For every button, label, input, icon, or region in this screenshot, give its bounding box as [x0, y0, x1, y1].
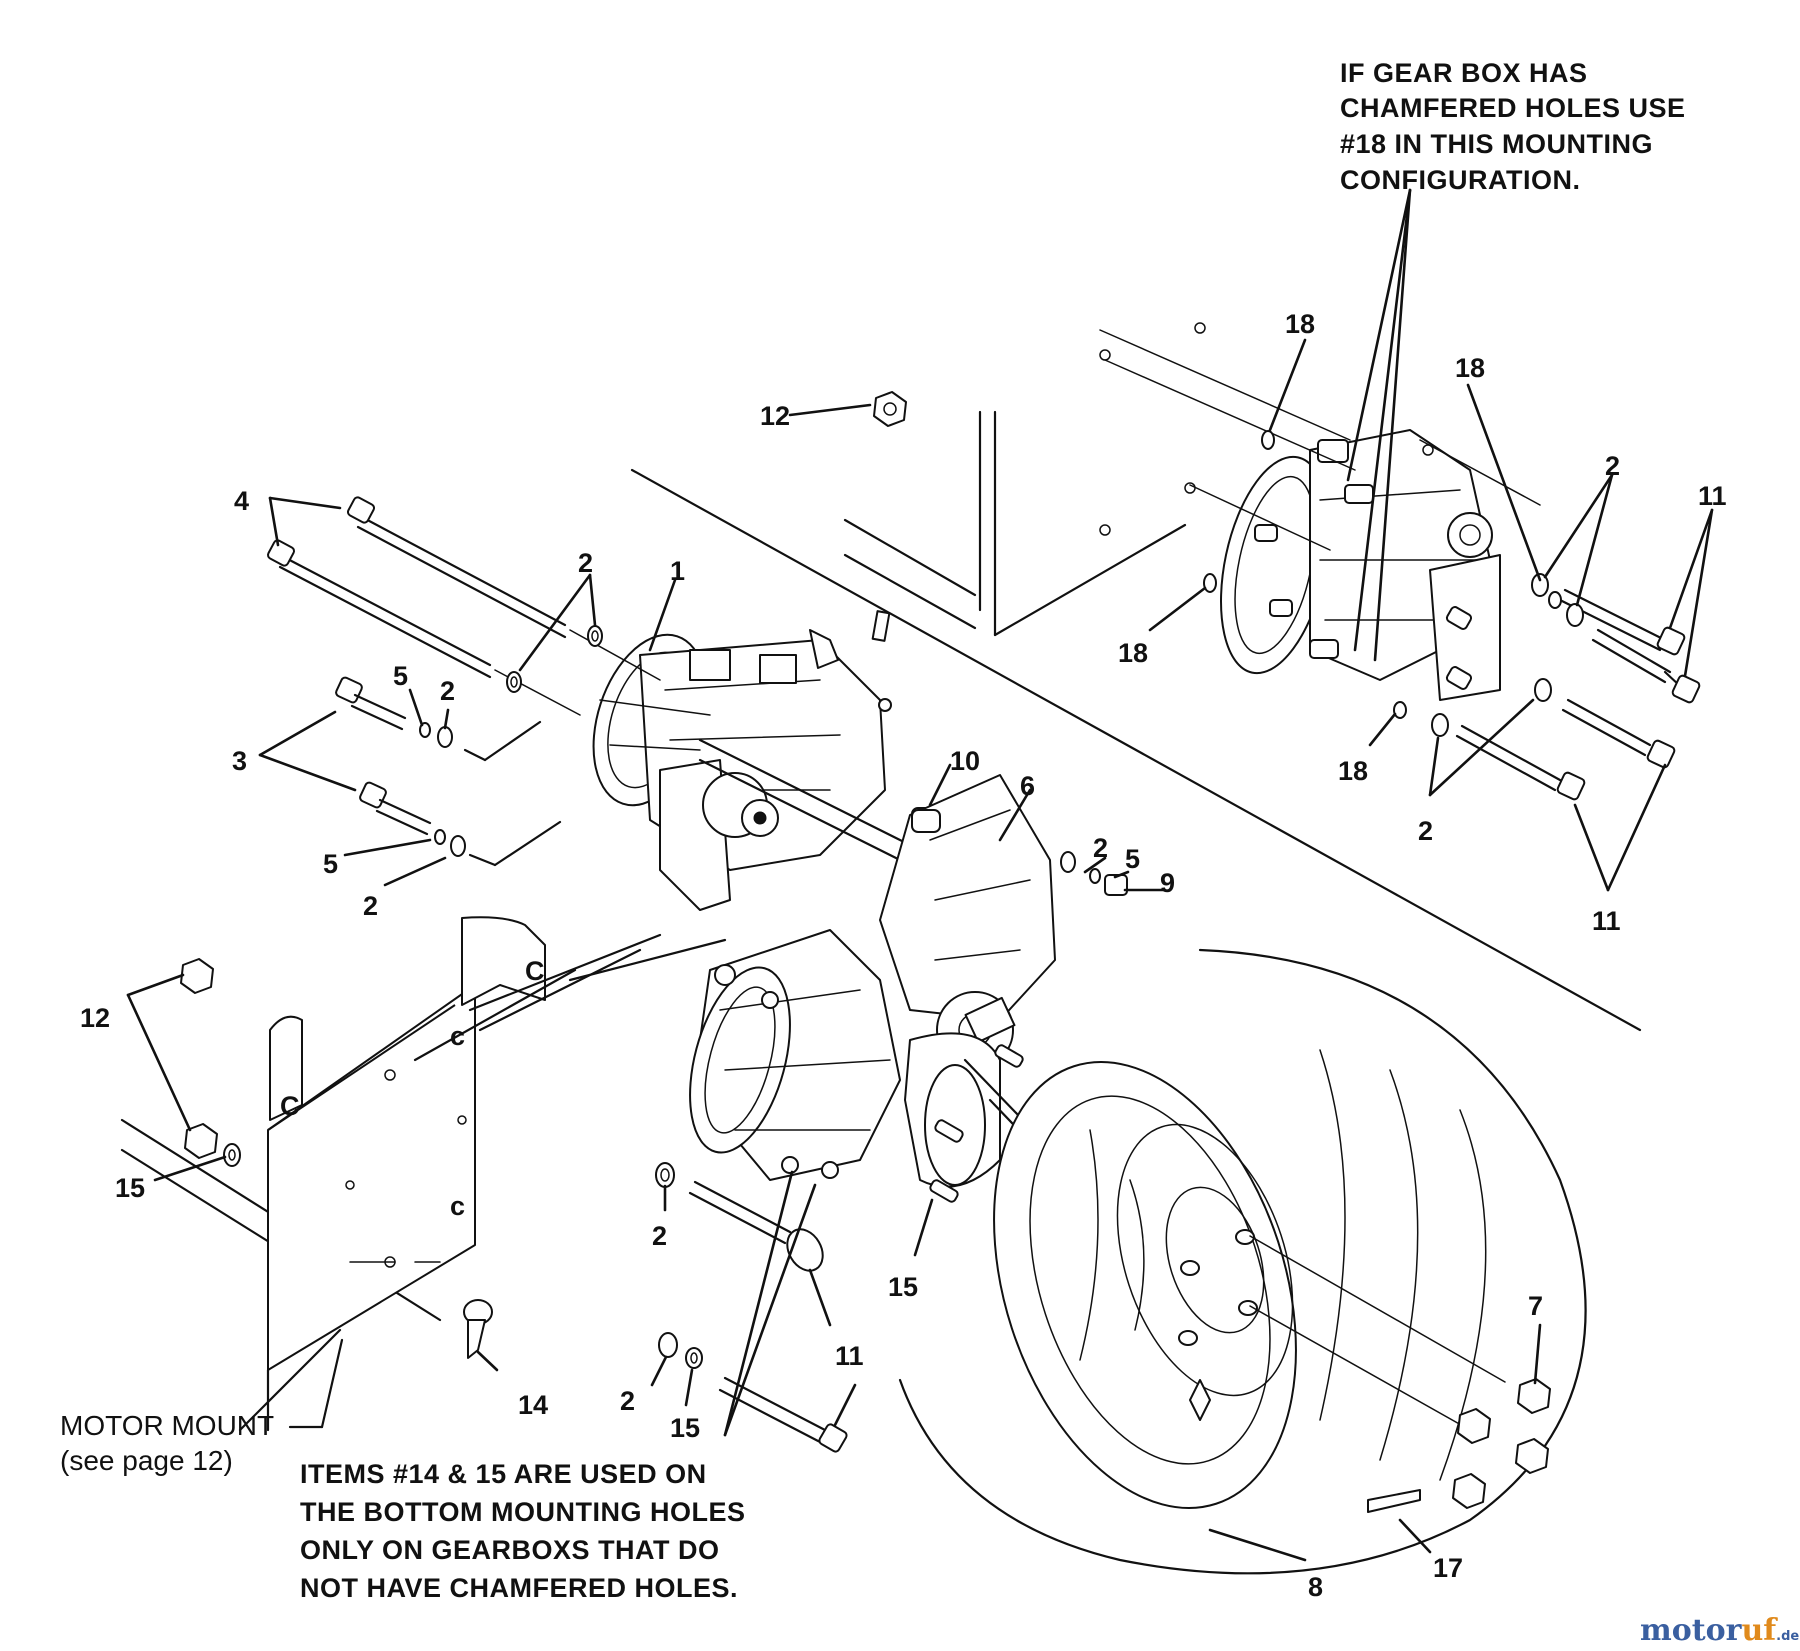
callout-2e: 2: [1605, 451, 1620, 481]
callout-11a: 11: [1698, 481, 1727, 511]
lower-gearbox: [689, 929, 1102, 1217]
callout-2g: 2: [652, 1221, 667, 1251]
leader-lines: [126, 188, 1714, 1562]
fasteners: [180, 391, 1701, 1509]
callout-2h: 2: [620, 1386, 635, 1416]
callout-18a: 18: [1285, 309, 1315, 339]
bottom-holes-note-line-3: ONLY ON GEARBOXS THAT DO: [300, 1535, 720, 1565]
callouts: 1 2 2 2 2 2 2 2 2 3 4 5 5 5 6 7 8 9 10 1…: [80, 309, 1727, 1602]
callout-18d: 18: [1338, 756, 1368, 786]
callout-12a: 12: [760, 401, 790, 431]
svg-text:c: c: [450, 1191, 465, 1221]
watermark-suffix: .de: [1776, 1629, 1799, 1644]
callout-2a: 2: [578, 548, 593, 578]
chamfer-note-line-1: IF GEAR BOX HAS: [1340, 58, 1588, 88]
callout-10: 10: [950, 746, 980, 776]
callout-17: 17: [1433, 1553, 1463, 1583]
mount-bracket-6: [879, 774, 1056, 1069]
callout-15b: 15: [888, 1272, 918, 1302]
watermark-part-2: uf: [1741, 1613, 1778, 1648]
chamfer-note-line-4: CONFIGURATION.: [1340, 165, 1580, 195]
callout-11c: 11: [835, 1341, 864, 1371]
callout-9: 9: [1160, 868, 1175, 898]
callout-2c: 2: [363, 891, 378, 921]
bottom-holes-note: ITEMS #14 & 15 ARE USED ON THE BOTTOM MO…: [300, 1459, 746, 1603]
chamfer-note: IF GEAR BOX HAS CHAMFERED HOLES USE #18 …: [1340, 58, 1686, 195]
callout-5c: 5: [1125, 844, 1140, 874]
wheel-tire: [898, 948, 1587, 1575]
callout-8: 8: [1308, 1572, 1323, 1602]
callout-2b: 2: [440, 676, 455, 706]
motor-mount-label-line-1: MOTOR MOUNT: [60, 1410, 274, 1441]
chamfer-note-line-3: #18 IN THIS MOUNTING: [1340, 129, 1653, 159]
bottom-holes-note-line-2: THE BOTTOM MOUNTING HOLES: [300, 1497, 746, 1527]
callout-18b: 18: [1455, 353, 1485, 383]
callout-5a: 5: [393, 661, 408, 691]
bottom-holes-note-line-4: NOT HAVE CHAMFERED HOLES.: [300, 1573, 738, 1603]
callout-6: 6: [1020, 771, 1035, 801]
callout-2f: 2: [1418, 816, 1433, 846]
callout-5b: 5: [323, 849, 338, 879]
watermark-part-1: motor: [1640, 1613, 1743, 1648]
bottom-holes-note-line-1: ITEMS #14 & 15 ARE USED ON: [300, 1459, 707, 1489]
callout-14: 14: [518, 1390, 548, 1420]
svg-text:c: c: [450, 1021, 465, 1051]
callout-15a: 15: [115, 1173, 145, 1203]
callout-4: 4: [234, 486, 249, 516]
svg-text:motoruf.de: motoruf.de: [1640, 1613, 1799, 1648]
svg-text:C: C: [280, 1091, 300, 1121]
callout-7: 7: [1528, 1291, 1543, 1321]
watermark: motoruf.de: [1640, 1613, 1799, 1648]
callout-3: 3: [232, 746, 247, 776]
callout-1: 1: [670, 556, 685, 586]
callout-15c: 15: [670, 1413, 700, 1443]
motor-mount-bracket: c c C C: [238, 916, 727, 1432]
motor-mount-label: MOTOR MOUNT (see page 12): [60, 1338, 344, 1476]
chamfer-note-line-2: CHAMFERED HOLES USE: [1340, 93, 1686, 123]
gearbox-detail: [1099, 322, 1541, 701]
motor-mount-label-line-2: (see page 12): [60, 1445, 233, 1476]
callout-12b: 12: [80, 1003, 110, 1033]
callout-18c: 18: [1118, 638, 1148, 668]
callout-11b: 11: [1592, 906, 1621, 936]
callout-2d: 2: [1093, 833, 1108, 863]
svg-text:C: C: [525, 956, 545, 986]
